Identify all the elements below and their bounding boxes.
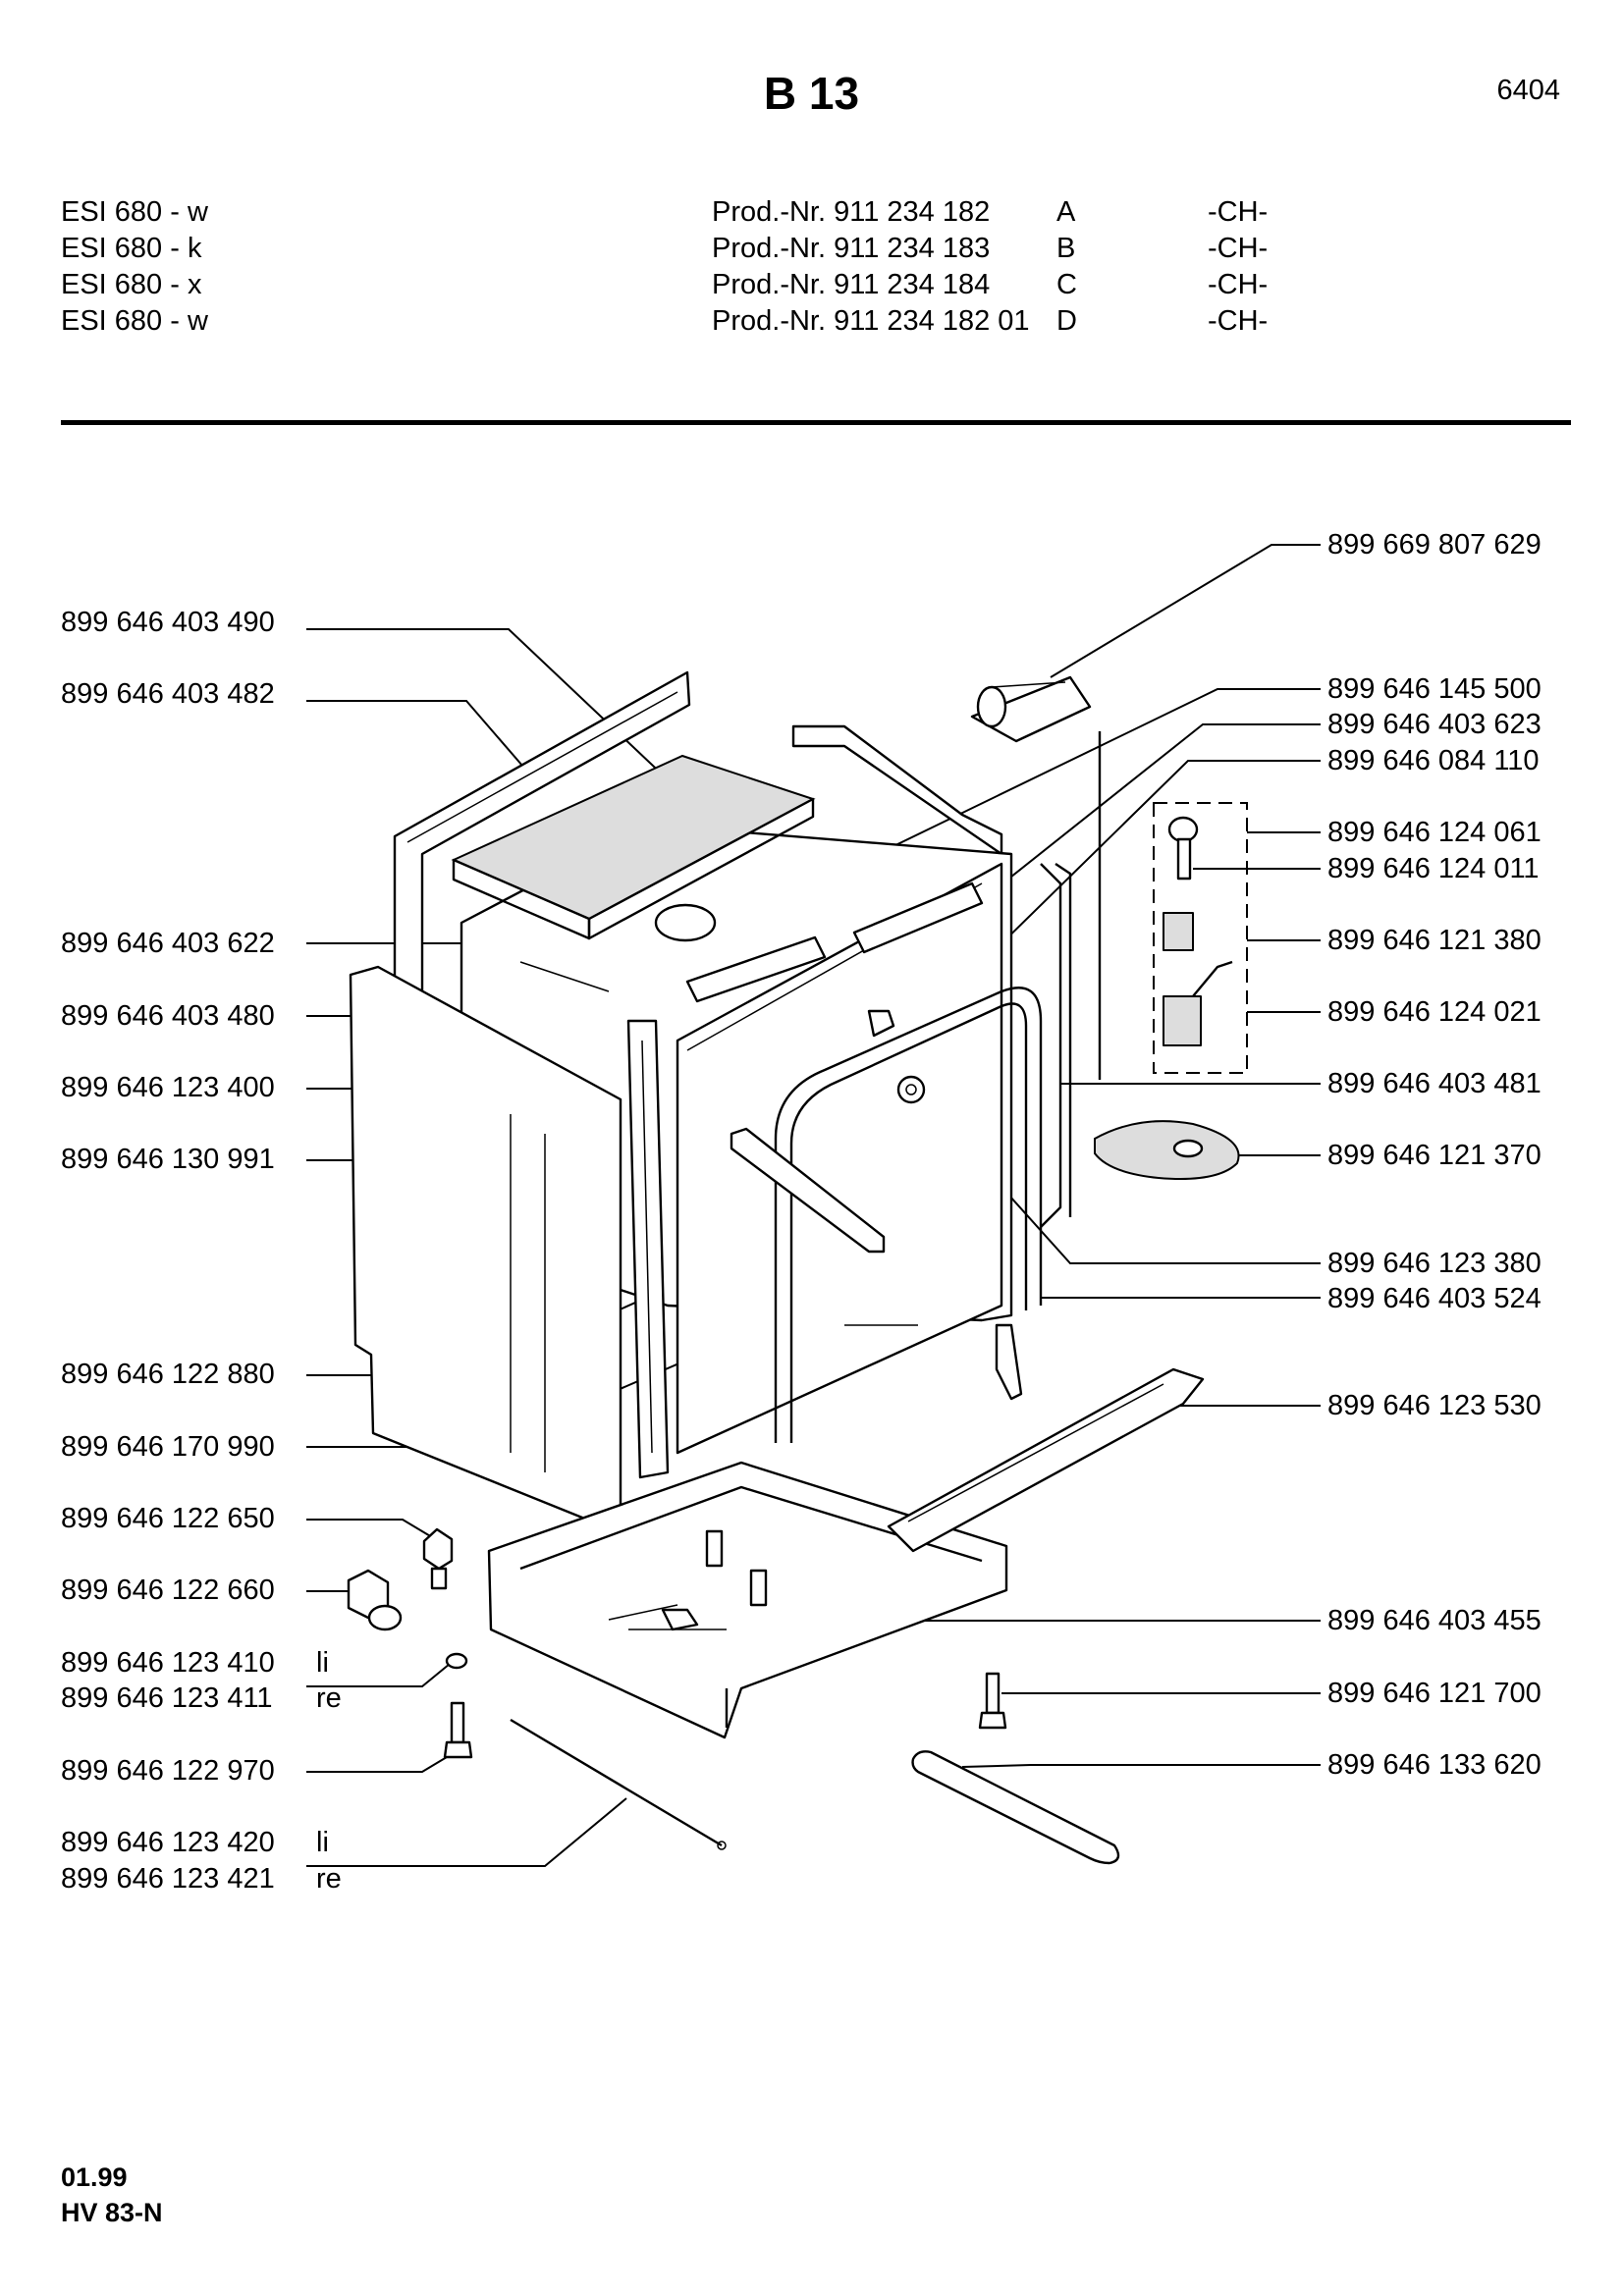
filter-with-handle	[1163, 960, 1233, 1046]
part-number: 899 646 403 524	[1327, 1283, 1542, 1314]
detergent-group-box	[1153, 802, 1248, 1074]
tub-grommet-hole	[905, 1084, 917, 1095]
foot-adjuster	[347, 1569, 403, 1631]
part-side-suffix: re	[316, 1863, 342, 1895]
part-number: 899 646 123 400	[61, 1072, 275, 1103]
part-number: 899 646 123 411	[61, 1682, 273, 1714]
model-name: ESI 680 - w	[61, 305, 208, 337]
model-country: -CH-	[1208, 269, 1269, 300]
part-number: 899 646 123 410	[61, 1647, 275, 1679]
front-frame-strip	[626, 1019, 670, 1479]
model-country: -CH-	[1208, 233, 1269, 264]
model-name: ESI 680 - k	[61, 233, 202, 264]
foot-screw	[422, 1527, 454, 1590]
part-number: 899 646 121 700	[1327, 1678, 1542, 1709]
page-title: B 13	[763, 68, 860, 119]
part-number: 899 646 124 061	[1327, 817, 1542, 848]
top-opening	[654, 903, 717, 942]
part-number: 899 646 170 990	[61, 1431, 275, 1463]
document-number: 6404	[1496, 75, 1560, 106]
part-number: 899 669 807 629	[1327, 529, 1542, 561]
part-number: 899 646 403 490	[61, 607, 275, 638]
part-number: 899 646 403 480	[61, 1000, 275, 1032]
tension-rod-end	[717, 1841, 727, 1850]
model-prod-number: Prod.-Nr. 911 234 183	[712, 233, 991, 264]
tub-rails	[685, 881, 984, 1254]
washer	[445, 1652, 468, 1670]
model-country: -CH-	[1208, 305, 1269, 337]
model-name: ESI 680 - x	[61, 269, 202, 300]
model-variant: D	[1056, 305, 1077, 337]
door-seal-gasket	[774, 987, 1043, 1443]
model-prod-number: Prod.-Nr. 911 234 182	[712, 196, 991, 228]
bottom-rail-right	[887, 1367, 1205, 1553]
footer-date: 01.99	[61, 2163, 128, 2192]
base-frame	[487, 1461, 1008, 1739]
model-prod-number: Prod.-Nr. 911 234 182 01	[712, 305, 1030, 337]
plinth-strip	[911, 1750, 1120, 1865]
model-variant: A	[1056, 196, 1076, 228]
part-number: 899 646 403 622	[61, 928, 275, 959]
part-number: 899 646 124 011	[1327, 853, 1540, 884]
part-number: 899 646 133 620	[1327, 1749, 1542, 1781]
filter-plate	[1094, 1120, 1240, 1180]
rinse-aid-cap	[1167, 816, 1199, 881]
header-divider	[61, 420, 1571, 425]
part-number: 899 646 121 370	[1327, 1140, 1542, 1171]
part-number: 899 646 145 500	[1327, 673, 1542, 705]
part-number: 899 646 121 380	[1327, 925, 1542, 956]
hex-screw	[978, 1672, 1007, 1730]
tub-grommet	[896, 1075, 926, 1104]
side-bracket	[995, 1323, 1023, 1401]
leader-lines-right	[755, 544, 1321, 1768]
part-number: 899 646 122 650	[61, 1503, 275, 1534]
part-number: 899 646 403 455	[1327, 1605, 1542, 1636]
part-number: 899 646 123 530	[1327, 1390, 1542, 1421]
insulation-tape-roll	[970, 675, 1092, 743]
part-number: 899 646 122 880	[61, 1359, 275, 1390]
part-number: 899 646 403 481	[1327, 1068, 1542, 1099]
part-number: 899 646 403 482	[61, 678, 275, 710]
hook-clip	[867, 1009, 895, 1038]
part-number: 899 646 123 420	[61, 1827, 275, 1858]
part-number: 899 646 123 380	[1327, 1248, 1542, 1279]
top-insulation-mat	[451, 754, 816, 940]
rear-frame	[791, 724, 1072, 1228]
part-number: 899 646 122 970	[61, 1755, 275, 1787]
part-number: 899 646 124 021	[1327, 996, 1542, 1028]
part-number: 899 646 084 110	[1327, 745, 1540, 776]
model-country: -CH-	[1208, 196, 1269, 228]
model-name: ESI 680 - w	[61, 196, 208, 228]
tension-rod	[510, 1718, 723, 1847]
part-side-suffix: li	[316, 1827, 329, 1858]
footer-code: HV 83-N	[61, 2198, 163, 2227]
part-side-suffix: li	[316, 1647, 329, 1679]
part-number: 899 646 403 623	[1327, 709, 1542, 740]
model-prod-number: Prod.-Nr. 911 234 184	[712, 269, 991, 300]
filter-cup	[1163, 912, 1194, 951]
part-side-suffix: re	[316, 1682, 342, 1714]
model-variant: C	[1056, 269, 1077, 300]
part-number: 899 646 122 660	[61, 1575, 275, 1606]
part-number: 899 646 123 421	[61, 1863, 275, 1895]
part-number: 899 646 130 991	[61, 1144, 275, 1175]
leveling-screw	[443, 1701, 473, 1759]
model-variant: B	[1056, 233, 1076, 264]
